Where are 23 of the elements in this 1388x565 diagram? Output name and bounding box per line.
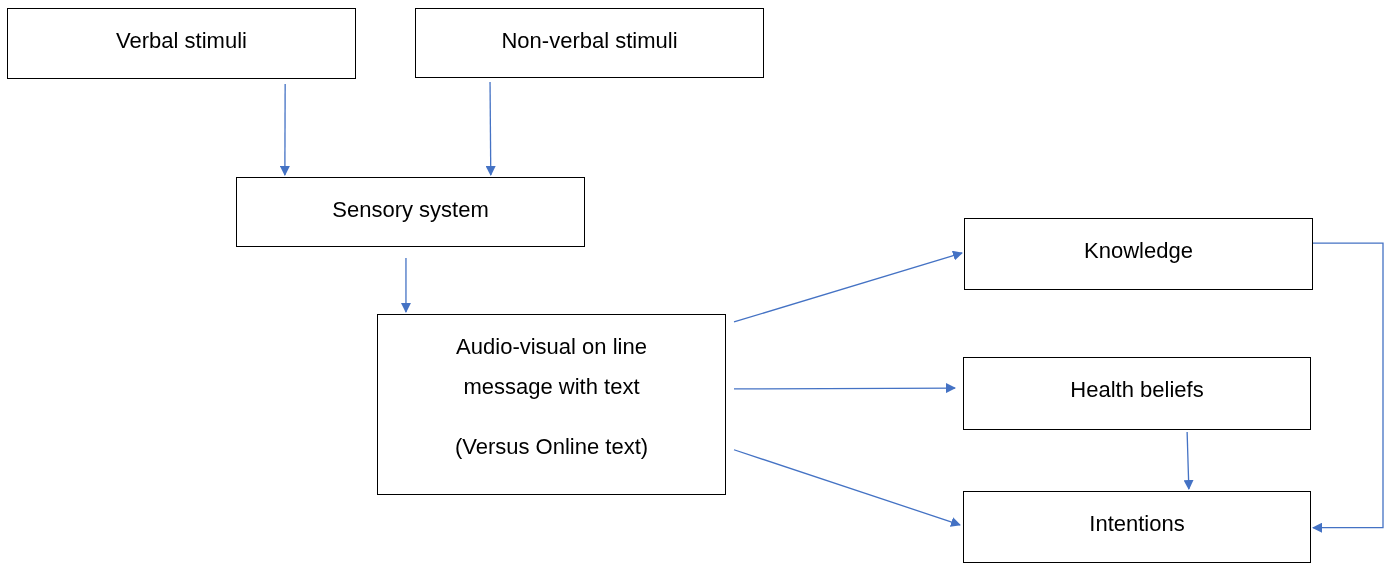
arrow: [400, 257, 411, 313]
process-box: [963, 491, 1311, 563]
arrow: [733, 250, 963, 323]
process-box: [236, 177, 585, 247]
process-box: [964, 218, 1313, 290]
box-label: Sensory system: [332, 196, 489, 224]
box-label: (Versus Online text): [454, 433, 649, 461]
arrow: [733, 383, 956, 394]
process-box: [415, 8, 764, 78]
arrow: [1312, 242, 1384, 533]
process-box: [963, 357, 1311, 430]
box-label: Non-verbal stimuli: [501, 27, 678, 55]
arrow: [1183, 431, 1194, 490]
arrow: [733, 449, 961, 527]
arrow: [279, 83, 290, 176]
box-label: Audio-visual on line message with text: [455, 333, 648, 401]
process-box: [7, 8, 356, 79]
process-box: [377, 314, 726, 495]
arrow: [485, 81, 496, 176]
box-label: Verbal stimuli: [116, 27, 247, 55]
box-label: Intentions: [1089, 510, 1185, 538]
box-label: Knowledge: [1084, 237, 1193, 265]
box-label: Health beliefs: [1070, 376, 1204, 404]
